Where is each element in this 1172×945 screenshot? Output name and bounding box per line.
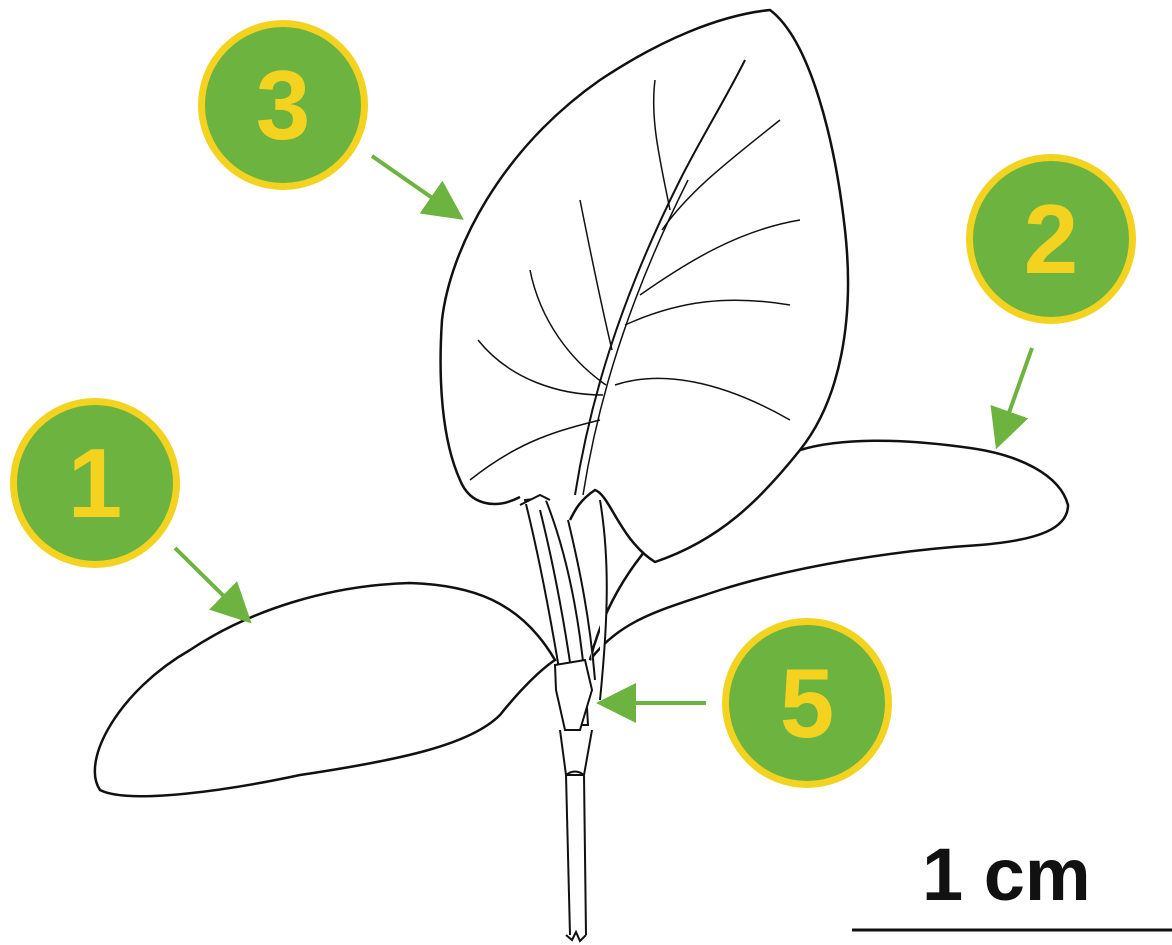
arrow-to-leaf-1 <box>175 548 243 615</box>
leaf-sheath <box>520 495 607 730</box>
label-number-3: 3 <box>256 56 311 154</box>
left-leaf <box>95 583 555 796</box>
stem <box>560 730 592 941</box>
label-number-5: 5 <box>780 654 835 752</box>
label-badge-5: 5 <box>722 618 892 788</box>
label-badge-2: 2 <box>966 154 1136 324</box>
label-number-1: 1 <box>68 434 123 532</box>
label-badge-1: 1 <box>10 398 180 568</box>
label-number-2: 2 <box>1024 190 1079 288</box>
arrow-to-leaf-3 <box>372 156 454 213</box>
scale-bar-label: 1 cm <box>922 838 1102 912</box>
label-badge-3: 3 <box>198 20 368 190</box>
arrow-to-leaf-2 <box>1000 348 1032 438</box>
